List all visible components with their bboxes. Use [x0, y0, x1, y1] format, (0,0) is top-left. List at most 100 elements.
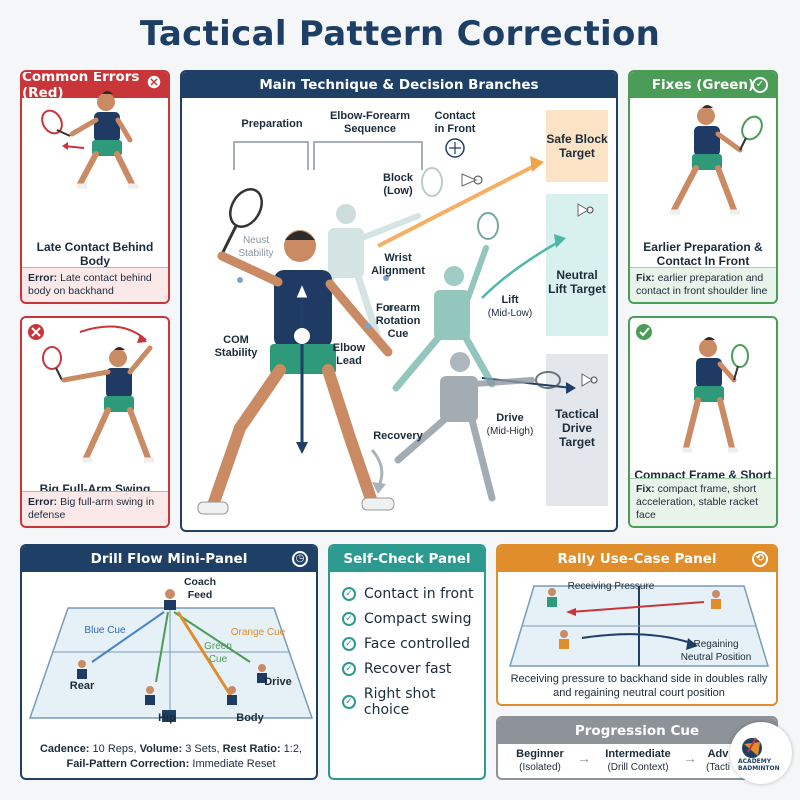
com-stability-label: COM Stability	[214, 334, 258, 359]
main-technique-panel: Main Technique & Decision Branches	[180, 70, 618, 532]
safe-block-target: Safe Block Target	[546, 132, 608, 160]
fixes-header-label: Fixes (Green)	[651, 77, 755, 93]
forearm-rotation-label: Forearm Rotation Cue	[375, 302, 421, 340]
drill-court-diagram	[28, 589, 314, 722]
branch-block-label: Block (Low)	[368, 172, 428, 198]
rally-header: Rally Use-Case Panel ⟲	[498, 546, 776, 572]
academy-logo-emblem	[742, 737, 762, 758]
self-check-list: ✓ Contact in front ✓ Compact swing ✓ Face c…	[330, 586, 484, 727]
progression-stage-beginner: Beginner (Isolated)	[504, 748, 576, 774]
error-panel-late-contact: Common Errors (Red) Late Contact Behind …	[20, 70, 170, 304]
academy-logo: ACADEMY BADMINTON	[730, 722, 792, 784]
fixes-header: Fixes (Green) ✓	[630, 72, 776, 98]
self-check-item-label: Right shot choice	[363, 686, 436, 718]
drill-flow-panel: Drill Flow Mini-Panel ◷ Coach Feed Blue …	[20, 544, 318, 780]
errors-header: Common Errors (Red)	[22, 70, 168, 101]
self-check-item[interactable]: ✓Right shot choice	[342, 686, 484, 718]
compact-frame-player-illustration	[636, 324, 749, 453]
refresh-icon: ⟲	[752, 551, 768, 567]
errors-header-label: Common Errors (Red)	[22, 70, 140, 101]
check-icon	[636, 324, 652, 340]
self-check-item[interactable]: ✓ Face controlled	[342, 636, 484, 652]
self-check-item-label: Face controlled	[364, 636, 471, 652]
drill-player-hip	[145, 686, 155, 705]
rally-player-opponent	[711, 590, 721, 609]
receiving-pressure-label: Receiving Pressure	[567, 581, 655, 592]
error-caption-late-contact: Late Contact Behind Body	[36, 240, 154, 268]
stage-title: Intermediate	[605, 748, 671, 760]
branch-lift-label: Lift (Mid-Low)	[478, 294, 542, 320]
arrow-right-icon: →	[683, 750, 697, 766]
error-panel-full-arm: Big Full-Arm Swing Error: Big full-arm s…	[20, 316, 170, 528]
main-technique-illustration	[197, 110, 608, 515]
rest-ratio-key: Rest Ratio:	[222, 743, 281, 755]
error-note-text: Late contact behind body on backhand	[28, 272, 152, 297]
fix-caption-earlier-prep: Earlier Preparation & Contact In Front	[643, 240, 763, 268]
fix-note-compact-frame: Fix: compact frame, short acceleration, …	[630, 478, 776, 526]
orange-cue-label: Orange Cue	[230, 627, 286, 638]
self-check-panel: Self-Check Panel ✓ Contact in front ✓ Comp…	[328, 544, 486, 780]
shuttle-drive	[581, 373, 598, 387]
drive-label: Drive	[264, 676, 292, 688]
stage-title: Adv	[707, 748, 729, 760]
tactical-drive-target: Tactical Drive Target	[555, 407, 599, 449]
selfcheck-header: Self-Check Panel	[330, 546, 484, 572]
phase-contact-label: Contact in Front	[434, 110, 476, 135]
full-arm-swing-player-illustration	[28, 324, 154, 463]
check-circle-icon: ✓	[342, 612, 356, 626]
stage-sub: (Drill Context)	[607, 762, 669, 773]
self-check-item[interactable]: ✓ Compact swing	[342, 611, 484, 627]
progression-header-label: Progression Cue	[574, 723, 700, 739]
rear-label: Rear	[69, 680, 95, 692]
shuttle-lift	[577, 203, 594, 217]
regaining-neutral-label: Regaining Neutral Position	[680, 639, 752, 663]
drill-header: Drill Flow Mini-Panel ◷	[22, 546, 316, 572]
green-cue-label: Green Cue	[204, 641, 232, 665]
fix-note-text: earlier preparation and contact in front…	[636, 272, 768, 297]
fix-panel-earlier-prep: Fixes (Green) ✓ Earlier Preparation & Co…	[628, 70, 778, 304]
error-note-full-arm: Error: Big full-arm swing in defense	[22, 491, 168, 526]
fix-note-earlier-prep: Fix: earlier preparation and contact in …	[630, 267, 776, 302]
drill-header-label: Drill Flow Mini-Panel	[90, 551, 248, 567]
balance-scale-icon	[294, 328, 310, 344]
body-label: Body	[236, 712, 264, 724]
self-check-item-label: Contact in front	[364, 586, 474, 602]
drill-player-drive	[257, 664, 267, 683]
rally-use-case-panel: Rally Use-Case Panel ⟲ Receiving Pressur…	[496, 544, 778, 706]
earlier-prep-player-illustration	[670, 105, 763, 215]
rest-ratio-value: 1:2,	[280, 743, 303, 755]
phase-preparation-label: Preparation	[241, 118, 303, 130]
neust-stability-label: Neust Stability	[238, 235, 274, 259]
fix-note-label: Fix:	[636, 483, 655, 495]
check-circle-icon: ✓	[752, 77, 768, 93]
rally-description: Receiving pressure to backhand side in d…	[510, 673, 768, 699]
clock-icon: ◷	[292, 551, 308, 567]
cadence-key: Cadence:	[39, 743, 90, 755]
error-note-label: Error:	[28, 496, 58, 508]
stage-title: Beginner	[516, 748, 564, 760]
error-note-text: Big full-arm swing in defense	[28, 496, 155, 521]
check-circle-icon: ✓	[342, 637, 356, 651]
blue-cue-label: Blue Cue	[84, 625, 126, 636]
check-circle-icon: ✓	[342, 587, 356, 601]
branch-lift-title: Lift	[501, 294, 519, 306]
check-circle-icon: ✓	[342, 662, 356, 676]
selfcheck-header-label: Self-Check Panel	[343, 551, 471, 567]
self-check-item-label: Compact swing	[364, 611, 472, 627]
self-check-item[interactable]: ✓ Recover fast	[342, 661, 484, 677]
arrow-right-icon: →	[577, 750, 591, 766]
phase-elbow-forearm-label: Elbow-Forearm Sequence	[329, 110, 411, 135]
branch-drive-title: Drive	[496, 412, 524, 424]
progression-stage-intermediate: Intermediate (Drill Context)	[594, 748, 682, 774]
recovery-label: Recovery	[373, 430, 423, 442]
branch-block-sub: (Low)	[383, 185, 413, 197]
fix-note-text: compact frame, short acceleration, stabl…	[636, 483, 758, 521]
contact-crosshair-icon	[445, 138, 465, 158]
self-check-item[interactable]: ✓ Contact in front	[342, 586, 484, 602]
rally-header-label: Rally Use-Case Panel	[557, 551, 717, 567]
self-check-item-label: Recover fast	[364, 661, 452, 677]
neutral-lift-target: Neutral Lift Target	[548, 268, 606, 296]
branch-drive-sub: (Mid-High)	[486, 426, 534, 437]
error-note-label: Error:	[28, 272, 58, 284]
stage-sub: (Isolated)	[519, 762, 561, 773]
